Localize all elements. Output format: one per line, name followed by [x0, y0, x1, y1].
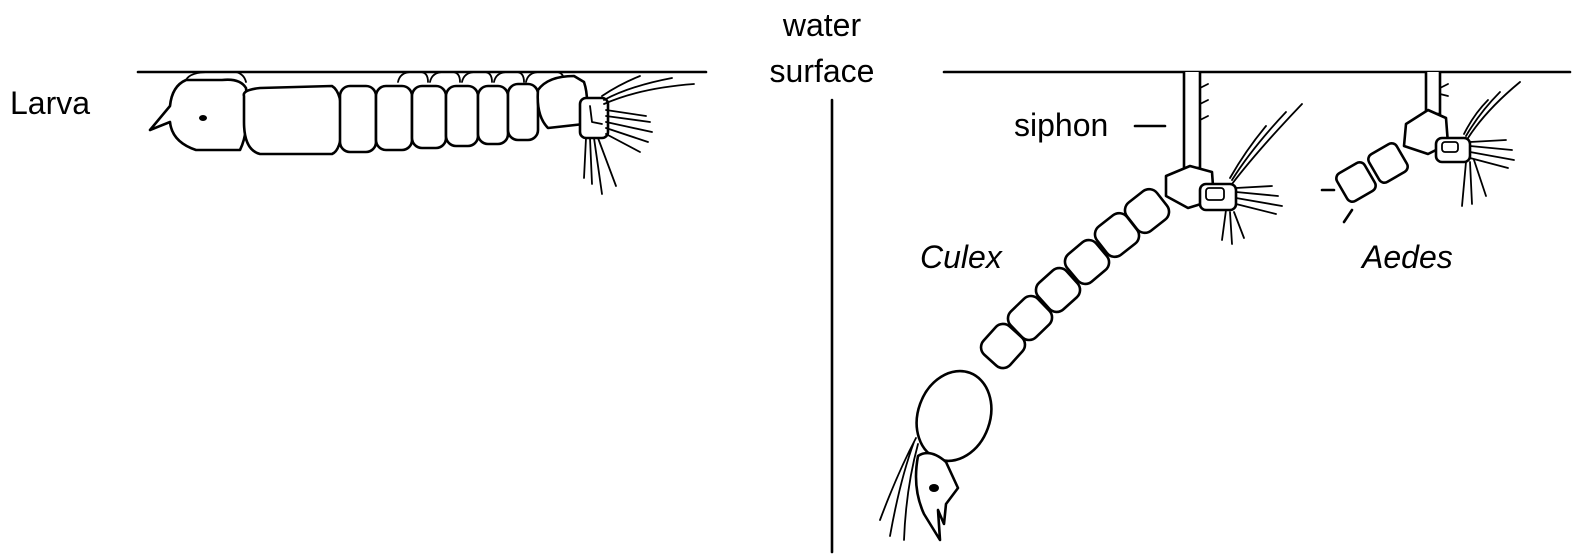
water-label: water — [782, 7, 862, 43]
aedes-label: Aedes — [1360, 239, 1453, 275]
aedes-larva — [1322, 72, 1520, 222]
larva-label: Larva — [10, 85, 90, 121]
larva-head — [150, 80, 247, 150]
anopheles-larva — [150, 72, 694, 194]
culex-siphon — [1184, 72, 1200, 168]
culex-head — [916, 453, 958, 540]
culex-eye — [929, 484, 939, 492]
aedes-siphon — [1426, 72, 1440, 114]
siphon-label: siphon — [1014, 107, 1108, 143]
surface-label: surface — [770, 53, 875, 89]
culex-label: Culex — [920, 239, 1003, 275]
larva-thorax — [244, 86, 342, 154]
larva-eye — [199, 115, 207, 121]
